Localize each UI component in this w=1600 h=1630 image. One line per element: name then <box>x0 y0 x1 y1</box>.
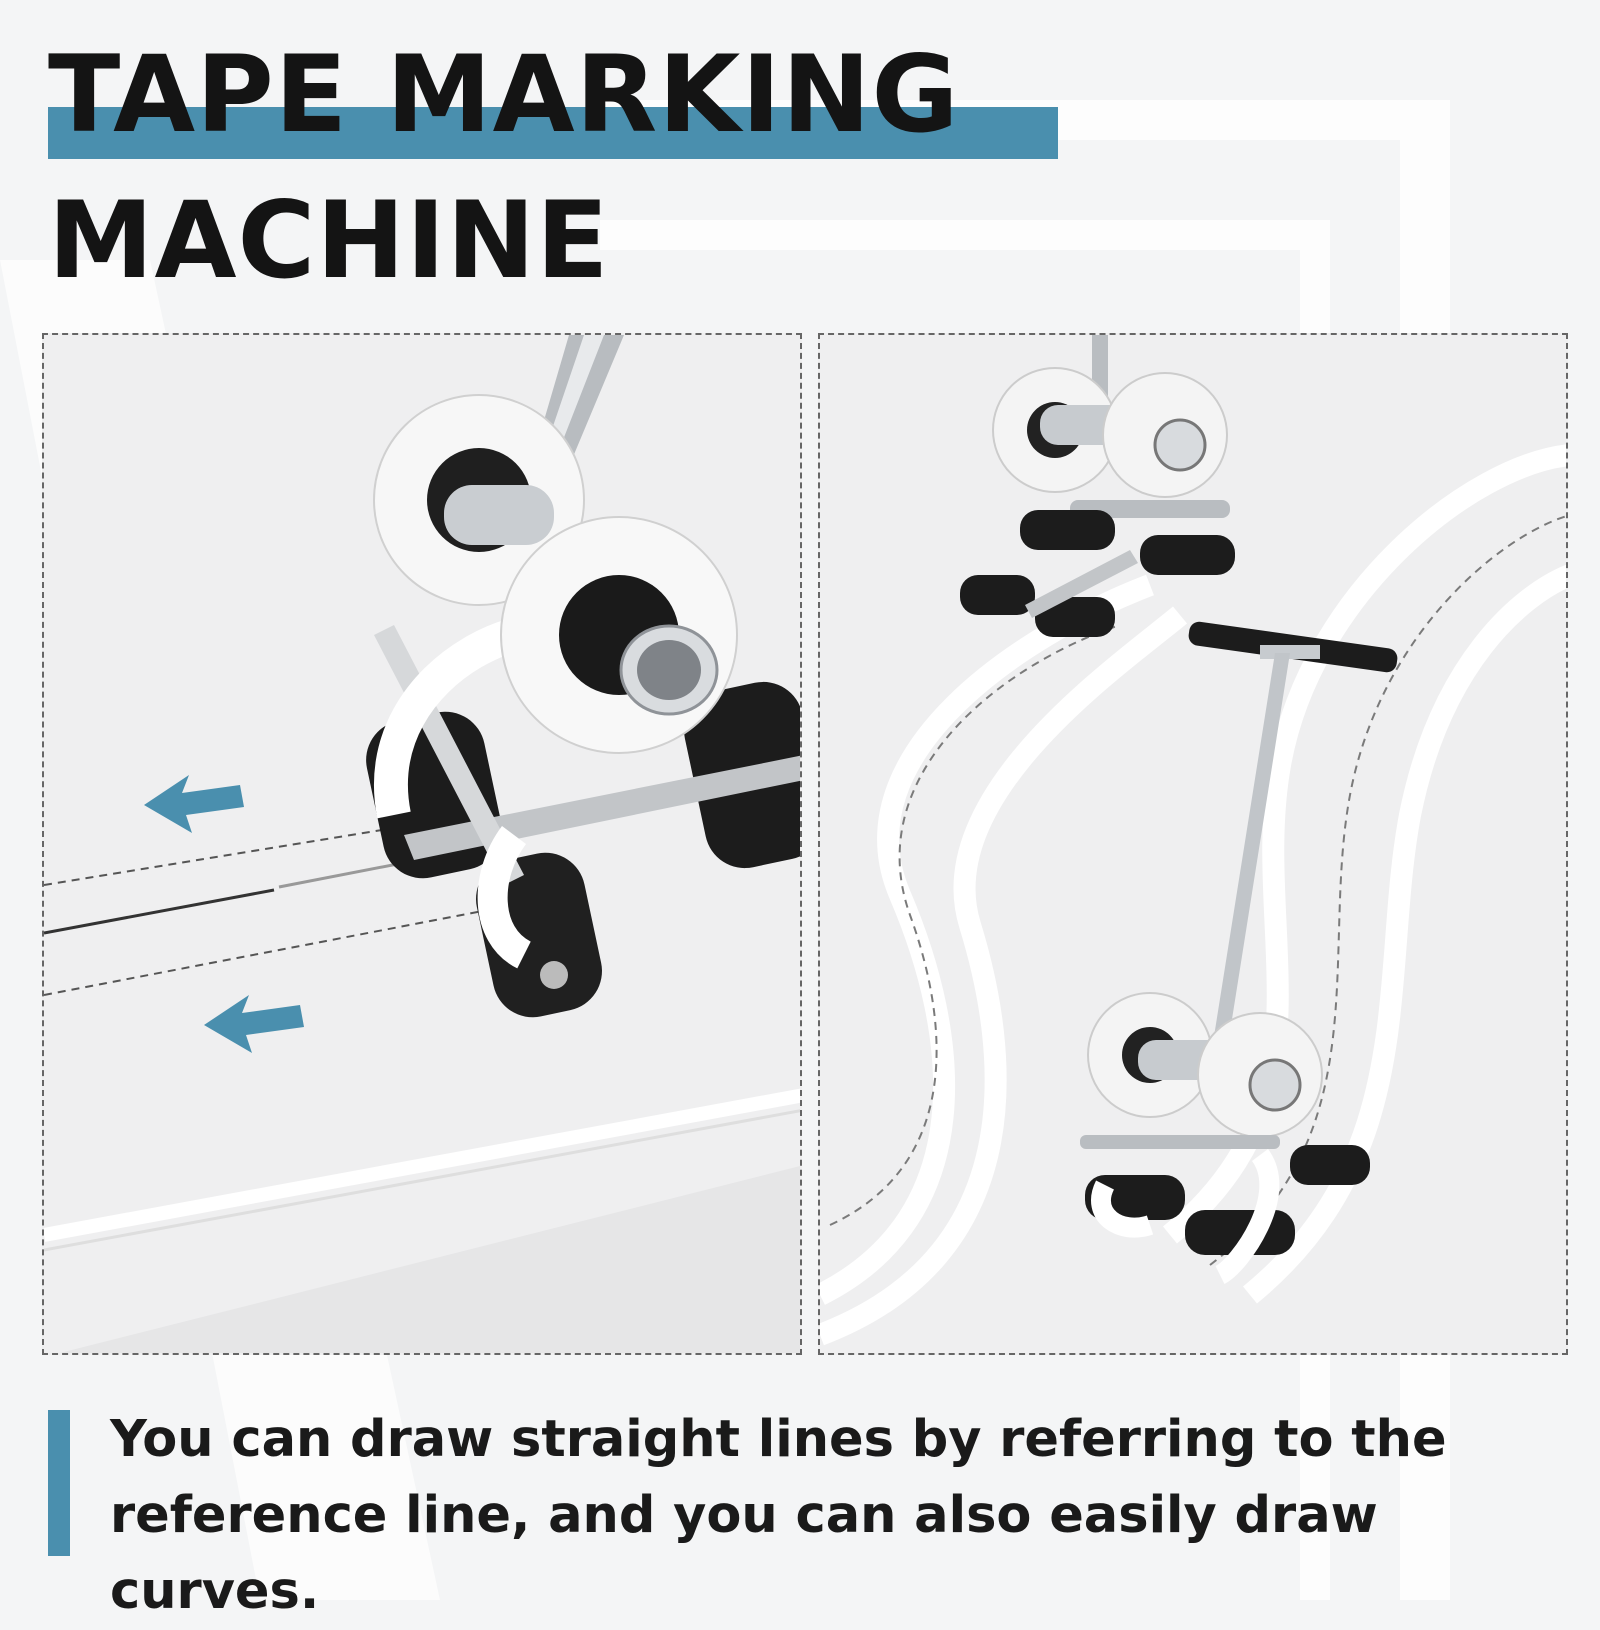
curve-line-illustration <box>820 335 1566 1346</box>
guide-line-top <box>44 814 475 886</box>
reference-line <box>44 888 275 935</box>
title-line-1: TAPE MARKING <box>48 33 960 156</box>
title-highlight-bar <box>48 107 1058 159</box>
guide-line-bottom <box>44 904 515 996</box>
title-line-2: MACHINE <box>48 179 610 302</box>
left-arrow-icon <box>204 995 304 1053</box>
caption-accent-bar <box>48 1410 70 1556</box>
curve-line-panel <box>818 333 1568 1355</box>
caption-text: You can draw straight lines by referring… <box>110 1410 1447 1621</box>
page-title: TAPE MARKING MACHINE <box>48 22 960 314</box>
straight-line-panel <box>42 333 802 1355</box>
left-arrow-icon <box>144 775 244 833</box>
straight-line-illustration <box>44 335 800 1353</box>
